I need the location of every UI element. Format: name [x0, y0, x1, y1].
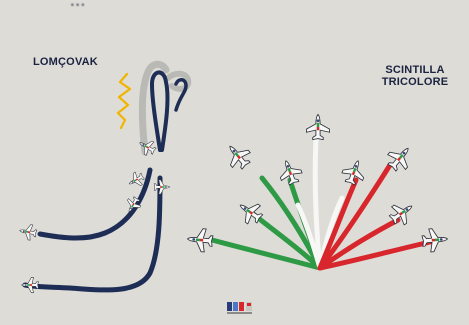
header-text: ...	[70, 0, 86, 10]
red-trail	[317, 177, 359, 271]
aircraft-icon	[275, 156, 305, 188]
aircraft-icon	[339, 156, 369, 188]
navy-top-loop	[149, 70, 170, 152]
aircraft-icon	[153, 179, 171, 195]
lomcovak-maneuver	[18, 60, 192, 294]
label-tricolore: TRICOLORE	[381, 75, 449, 88]
aircraft-icon	[220, 138, 256, 174]
scintilla-tricolore-maneuver	[185, 113, 450, 271]
aircraft-icon	[18, 222, 38, 242]
label-lomcovak-text: LOMÇOVAK	[33, 56, 98, 68]
label-scintilla: SCINTILLA	[385, 64, 445, 76]
grey-smoke-loop	[138, 60, 170, 156]
aircraft-icon	[185, 226, 215, 254]
logo-icon	[225, 300, 265, 318]
aircraft-icon	[21, 276, 39, 294]
tumble-zigzag	[116, 72, 132, 130]
green-trail	[209, 237, 323, 271]
navy-trail-lower	[22, 175, 163, 293]
navy-trail-upper	[37, 167, 153, 241]
label-scintilla-tricolore: SCINTILLA TRICOLORE	[365, 64, 465, 88]
white-trail	[312, 137, 323, 271]
aircraft-icon	[305, 113, 331, 141]
label-lomcovak: LOMÇOVAK	[33, 56, 98, 69]
aircraft-icon	[420, 226, 450, 254]
